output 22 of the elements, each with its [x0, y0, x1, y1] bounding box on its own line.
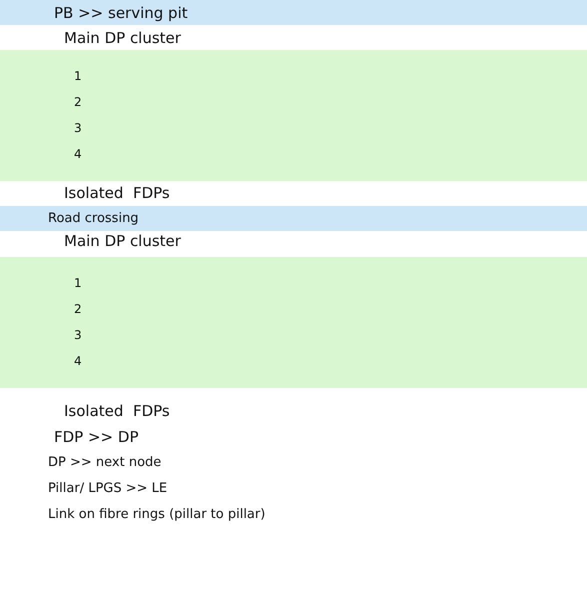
section-band: [0, 0, 587, 25]
section-heading: PB >> serving pit: [54, 2, 188, 22]
row-number: 2: [74, 94, 82, 111]
row-label: Isolated FDPs: [64, 183, 170, 203]
section-band: [0, 206, 587, 231]
row-number: 4: [74, 146, 82, 163]
row-number: 1: [74, 275, 82, 292]
row-label: Main DP cluster: [64, 28, 181, 48]
row-number: 4: [74, 353, 82, 370]
group-band: [0, 50, 587, 181]
group-band: [0, 257, 587, 388]
row-label: Main DP cluster: [64, 231, 181, 251]
row-number: 1: [74, 68, 82, 85]
row-number: 3: [74, 120, 82, 137]
section-heading: Road crossing: [48, 210, 139, 228]
row-label: DP >> next node: [48, 454, 162, 472]
row-label: Link on fibre rings (pillar to pillar): [48, 506, 266, 524]
row-number: 2: [74, 301, 82, 318]
row-number: 3: [74, 327, 82, 344]
row-label: FDP >> DP: [54, 427, 138, 447]
row-label: Isolated FDPs: [64, 401, 170, 421]
row-label: Pillar/ LPGS >> LE: [48, 480, 168, 498]
